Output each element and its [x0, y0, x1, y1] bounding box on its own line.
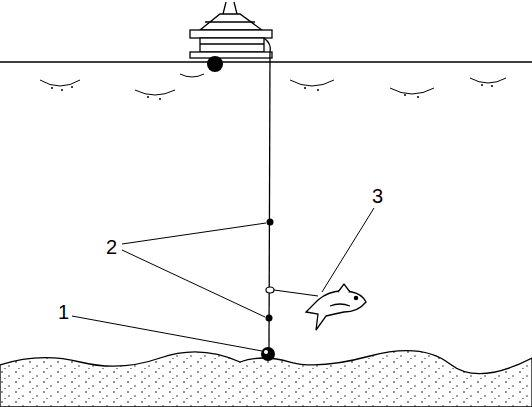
callout-number: 1 — [58, 302, 69, 322]
callout-number: 2 — [106, 237, 117, 257]
callout-number: 3 — [372, 186, 383, 206]
leader-ring — [266, 287, 274, 293]
sinker-highlight — [264, 350, 268, 354]
bait-fish — [306, 284, 366, 330]
stop-bead — [267, 219, 274, 226]
water-surface — [0, 61, 532, 62]
float-ball — [207, 56, 223, 72]
wave-dots — [51, 84, 493, 100]
float-reel — [190, 2, 272, 58]
lake-bottom — [0, 351, 532, 407]
main-line — [269, 52, 270, 348]
wave-marks — [40, 74, 506, 95]
leader — [274, 290, 318, 296]
stop-bead — [266, 315, 273, 322]
callout-leaders — [72, 208, 374, 351]
